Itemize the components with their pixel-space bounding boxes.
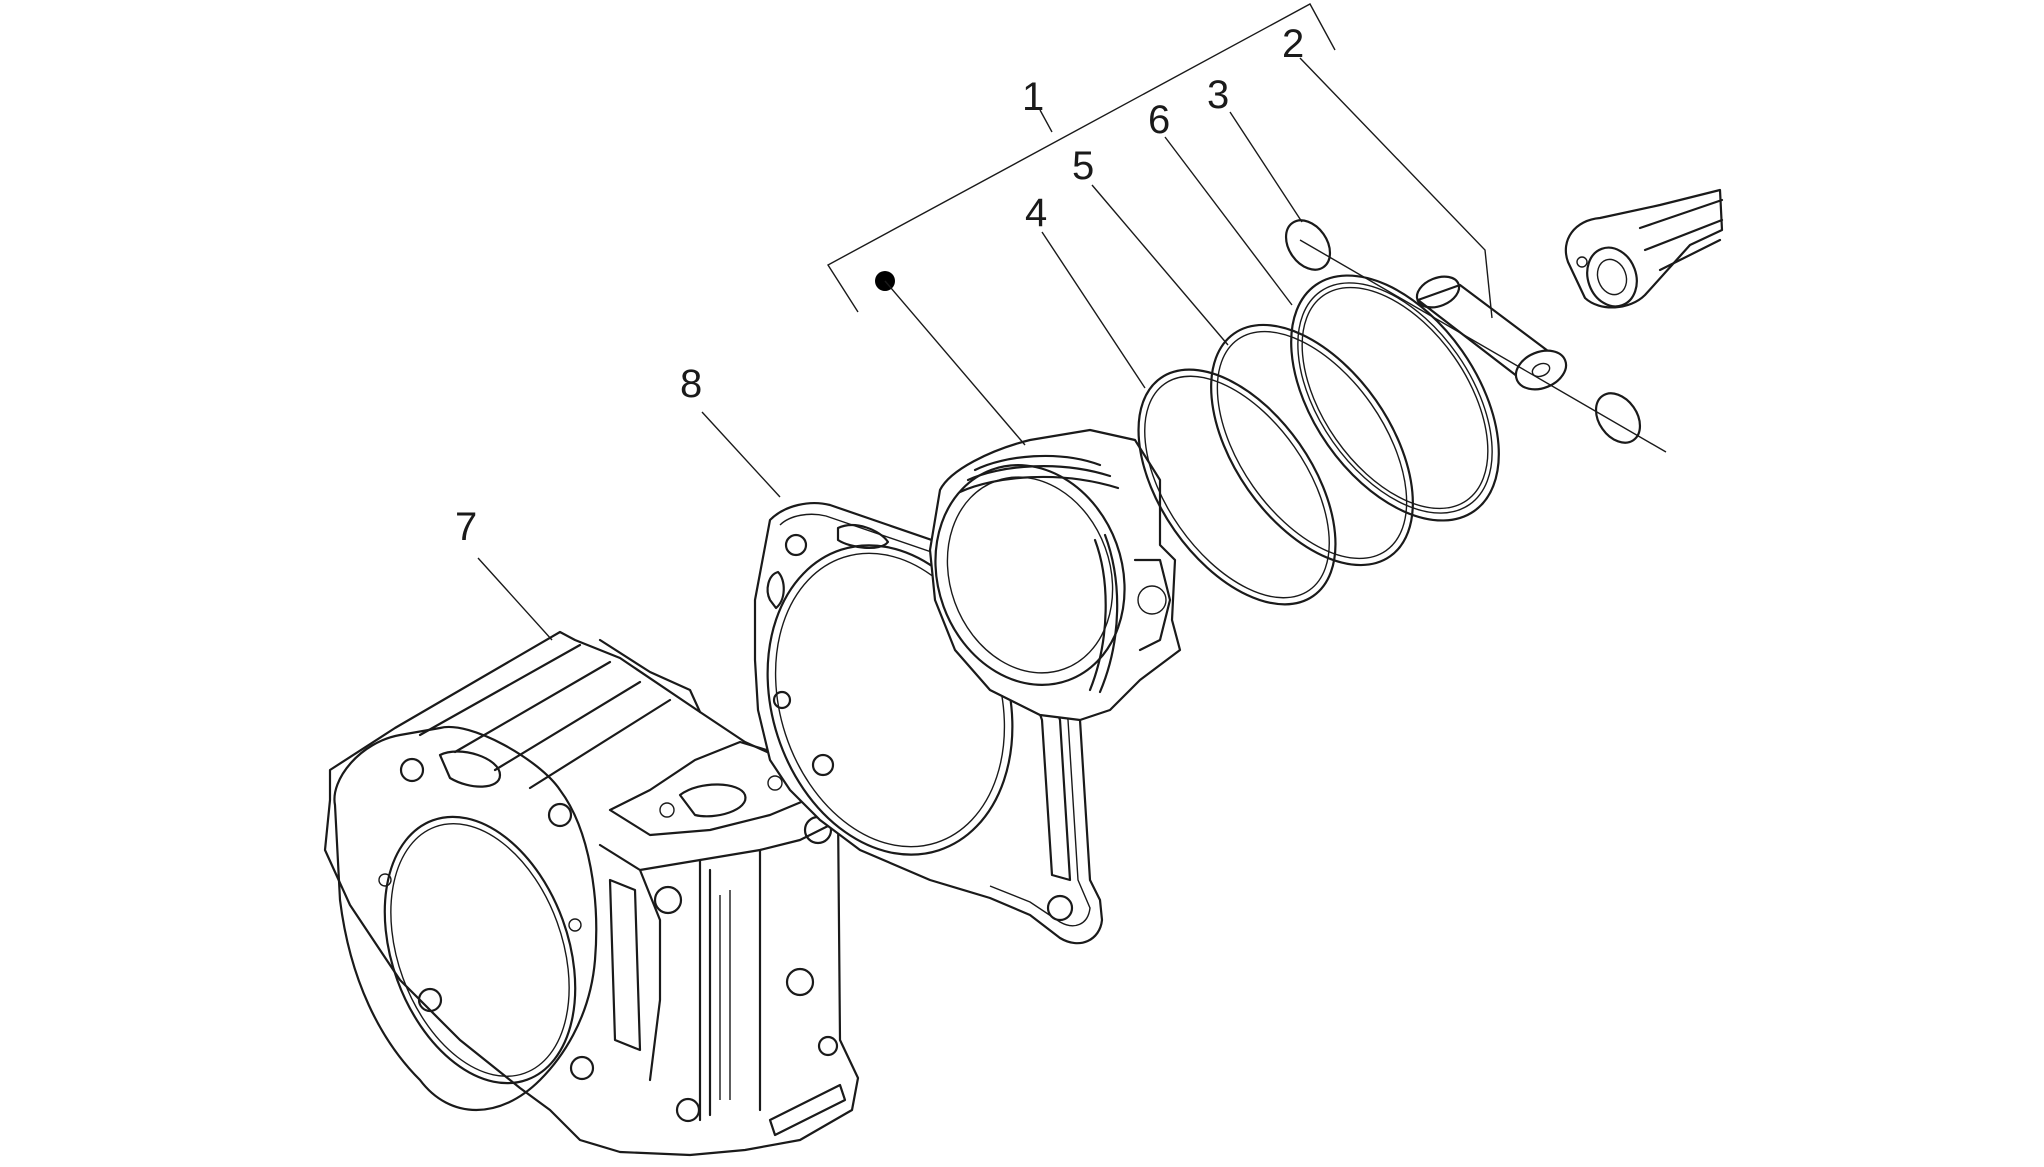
callout-8: 8	[680, 362, 702, 406]
leader-line-2	[1299, 57, 1493, 319]
callout-5: 5	[1072, 144, 1094, 188]
callout-2: 2	[1282, 22, 1304, 66]
callout-7: 7	[455, 505, 477, 549]
callout-1: 1	[1022, 75, 1044, 119]
group-1-bracket	[827, 3, 1336, 313]
part-2-piston-pin	[1415, 275, 1568, 391]
callout-3: 3	[1207, 73, 1229, 117]
leader-line-6	[1164, 136, 1293, 306]
callout-4: 4	[1025, 191, 1047, 235]
part-3-circlip	[1284, 219, 1642, 444]
leader-line-5	[1091, 184, 1229, 346]
leader-lines	[477, 57, 1493, 641]
leader-line-8	[701, 411, 781, 498]
connecting-rod-small-end	[1564, 188, 1724, 309]
leader-line-dot	[884, 280, 1026, 446]
part-7-cylinder	[323, 630, 860, 1157]
callout-6: 6	[1148, 98, 1170, 142]
leader-line-1	[1039, 109, 1053, 133]
part-6-oil-ring	[1290, 274, 1500, 522]
pin-axis-line	[1299, 239, 1667, 453]
piston	[928, 428, 1182, 722]
part-4-compression-ring	[1137, 368, 1337, 606]
part-5-compression-ring	[1210, 323, 1414, 567]
callout-labels: 1 2 3 4 5 6 7 8	[455, 22, 1304, 549]
leader-line-7	[477, 557, 553, 641]
leader-line-3	[1229, 111, 1303, 223]
leader-line-4	[1041, 231, 1146, 389]
